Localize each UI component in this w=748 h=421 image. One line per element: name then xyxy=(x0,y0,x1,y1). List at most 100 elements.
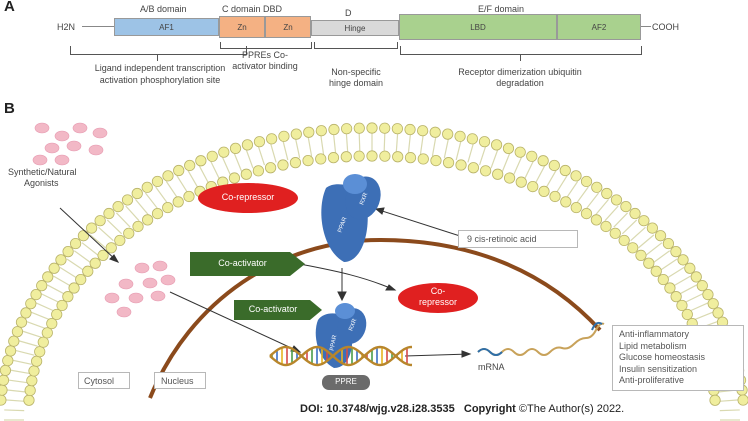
lipid-tail xyxy=(176,175,189,194)
agonist-dot xyxy=(54,130,70,142)
agonist-dot xyxy=(134,262,150,274)
lipid-head xyxy=(55,254,67,266)
lipid-head xyxy=(8,335,20,347)
lipid-tail xyxy=(155,186,168,204)
nuclear-envelope xyxy=(148,237,602,399)
lipid-tail xyxy=(134,198,149,216)
lipid-tail xyxy=(645,242,663,256)
lipid-tail xyxy=(294,138,301,158)
lipid-tail xyxy=(630,226,646,242)
lipid-head xyxy=(379,122,391,134)
agonist-dot xyxy=(44,142,60,154)
lipid-head xyxy=(340,151,352,163)
lipid-head xyxy=(228,172,241,184)
c-description-line2: activator binding xyxy=(232,61,298,71)
lipid-head xyxy=(670,291,682,303)
lipid-tail xyxy=(345,132,349,153)
lipid-head xyxy=(429,126,441,138)
lipid-tail xyxy=(4,409,25,412)
lipid-head xyxy=(341,123,353,135)
lipid-head xyxy=(492,168,504,180)
d-domain-title: D xyxy=(345,8,352,18)
lipid-tail xyxy=(585,192,600,210)
lipid-head xyxy=(75,273,87,286)
c-brace xyxy=(220,42,312,49)
corepressor-label-2-line1: Co- xyxy=(430,286,446,296)
agonist-dot xyxy=(88,144,104,156)
lipid-tail xyxy=(455,140,462,161)
lipid-head xyxy=(670,246,682,258)
lipid-tail xyxy=(501,152,511,172)
mrna-tail xyxy=(477,348,503,356)
lipid-head xyxy=(25,298,37,310)
lipid-tail xyxy=(595,198,610,216)
lipid-head xyxy=(620,200,632,213)
lipid-head xyxy=(478,136,491,148)
lipid-head xyxy=(103,207,115,220)
lipid-head xyxy=(315,125,327,137)
lipid-head xyxy=(515,176,527,188)
ef-brace xyxy=(400,46,642,55)
lipid-head xyxy=(549,190,561,203)
lipid-head xyxy=(646,222,658,234)
panel-b-label: B xyxy=(4,100,15,117)
rxr-cap-1 xyxy=(343,174,367,194)
n-term-line xyxy=(82,26,114,27)
lipid-tail xyxy=(320,134,325,155)
lipid-head xyxy=(570,170,582,182)
lipid-tail xyxy=(395,132,399,153)
zn-segment-2: Zn xyxy=(265,16,311,38)
lipid-tail xyxy=(524,160,534,180)
lipid-tail xyxy=(358,132,361,153)
lipid-head xyxy=(42,271,54,283)
lipid-tail xyxy=(307,136,313,157)
effect-item: Anti-proliferative xyxy=(619,375,685,385)
lipid-head xyxy=(82,265,94,277)
lipid-head xyxy=(526,150,538,162)
lipid-head xyxy=(627,242,639,254)
lipid-head xyxy=(142,214,154,226)
lipid-head xyxy=(2,354,14,367)
lipid-head xyxy=(89,257,101,269)
agonist-dot xyxy=(142,277,158,289)
panel-a-label: A xyxy=(4,0,15,15)
lipid-head xyxy=(0,384,8,396)
lipid-head xyxy=(0,374,10,386)
lipid-head xyxy=(69,237,82,250)
d-brace xyxy=(314,42,398,49)
lipid-tail xyxy=(443,138,450,158)
lipid-tail xyxy=(9,369,30,375)
lipid-tail xyxy=(694,311,714,321)
lipid-head xyxy=(240,168,252,180)
ab-description-line2: activation phosphorylation site xyxy=(99,75,221,85)
lipid-head xyxy=(290,128,302,140)
lipid-head xyxy=(490,139,503,151)
lipid-head xyxy=(151,175,164,188)
af1-segment: AF1 xyxy=(114,18,219,36)
lipid-head xyxy=(48,262,60,274)
lipid-head xyxy=(664,282,676,294)
lipid-tail xyxy=(66,258,84,271)
lipid-head xyxy=(30,288,42,301)
lipid-tail xyxy=(30,311,50,321)
lipid-head xyxy=(77,230,90,242)
lipid-tail xyxy=(566,180,579,199)
lipid-tail xyxy=(233,152,243,172)
ab-brace-tick xyxy=(157,54,158,61)
lipid-head xyxy=(26,375,38,387)
lipid-head xyxy=(560,196,572,208)
lbd-segment: LBD xyxy=(399,14,557,40)
lipid-head xyxy=(643,257,655,269)
effect-item: Anti-inflammatory xyxy=(619,329,690,339)
lipid-head xyxy=(629,207,641,220)
agonist-dot xyxy=(118,278,134,290)
lipid-head xyxy=(366,150,378,162)
lipid-head xyxy=(328,123,340,136)
lipid-head xyxy=(218,146,230,158)
lipid-tail xyxy=(666,266,685,279)
lipid-tail xyxy=(35,302,55,312)
lipid-head xyxy=(610,194,623,206)
lipid-head xyxy=(11,326,24,338)
lipid-head xyxy=(537,155,549,167)
